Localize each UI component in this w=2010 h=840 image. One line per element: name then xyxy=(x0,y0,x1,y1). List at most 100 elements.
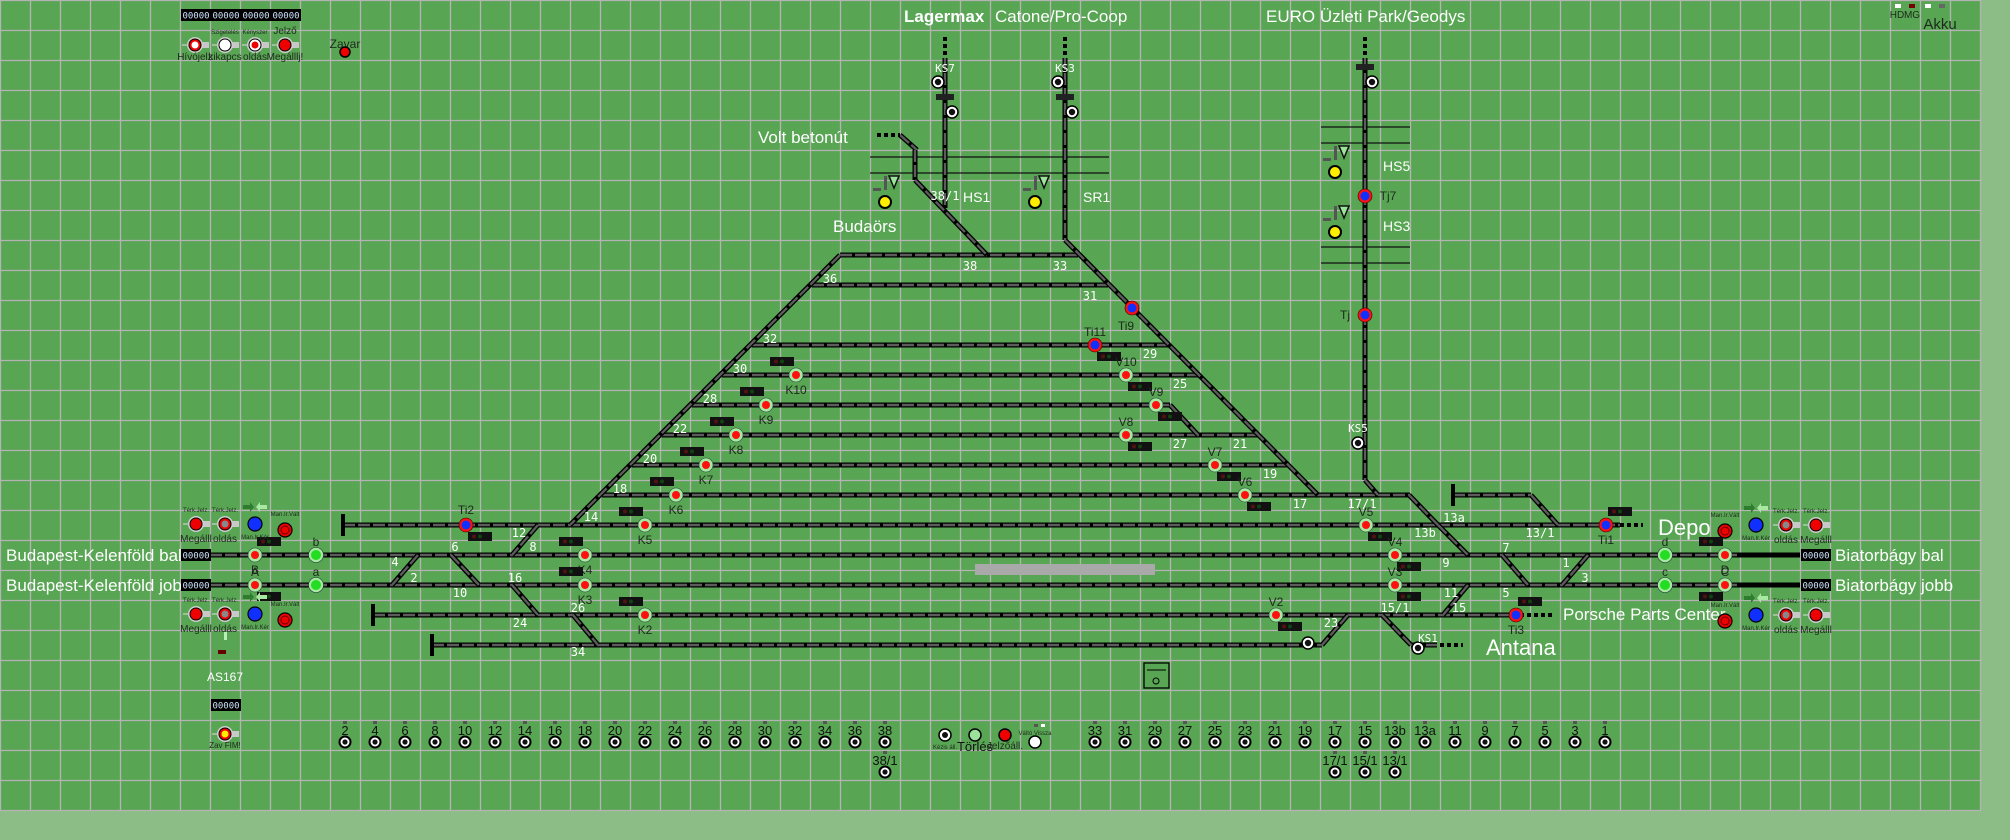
route-button[interactable]: 26 xyxy=(698,721,712,749)
shunt-request-button[interactable] xyxy=(247,516,263,532)
switch-track[interactable] xyxy=(1168,403,1200,437)
switch-track[interactable] xyxy=(898,133,919,152)
signal-main[interactable]: K7 xyxy=(680,447,714,487)
release-button[interactable] xyxy=(212,606,239,622)
signal-main[interactable]: D xyxy=(1699,537,1733,577)
switch-track[interactable] xyxy=(571,613,600,647)
switch-track[interactable] xyxy=(1500,553,1530,587)
yellow-signal[interactable] xyxy=(1323,145,1351,179)
route-button[interactable]: 5 xyxy=(1538,721,1552,749)
switch-track[interactable] xyxy=(510,523,540,557)
signal-main[interactable]: B xyxy=(247,537,281,577)
signal-main[interactable]: V2 xyxy=(1269,595,1302,631)
route-button[interactable]: 28 xyxy=(728,721,742,749)
switch-track[interactable] xyxy=(913,178,989,257)
ks-signal[interactable] xyxy=(1351,436,1365,450)
route-button[interactable]: 1 xyxy=(1598,721,1612,749)
switch-track[interactable] xyxy=(1363,478,1380,497)
signal-main[interactable]: V4 xyxy=(1388,535,1421,571)
signal-main[interactable]: K8 xyxy=(710,417,744,457)
panel-button[interactable] xyxy=(272,37,299,53)
route-button[interactable]: 24 xyxy=(668,721,682,749)
signal-main[interactable]: K5 xyxy=(619,507,653,547)
signal-main[interactable]: C xyxy=(1699,565,1733,601)
signal-main[interactable]: K9 xyxy=(740,387,774,427)
signal-shunt[interactable]: Ti2 xyxy=(458,503,492,541)
switch-track[interactable] xyxy=(1529,493,1560,527)
shunt-switch-button[interactable] xyxy=(277,612,293,628)
route-button[interactable]: 4 xyxy=(368,721,382,749)
switch-track[interactable] xyxy=(1063,238,1320,497)
route-button[interactable]: 36 xyxy=(848,721,862,749)
zav-fim-button[interactable] xyxy=(212,726,239,742)
route-button[interactable]: 11 xyxy=(1448,721,1462,749)
ks-signal[interactable] xyxy=(1301,636,1315,650)
shunt-request-button[interactable] xyxy=(247,606,263,622)
route-button[interactable]: 3 xyxy=(1568,721,1582,749)
signal-green[interactable]: a xyxy=(308,565,324,593)
route-button[interactable]: 25 xyxy=(1208,721,1222,749)
route-button[interactable]: 33 xyxy=(1088,721,1102,749)
signal-green[interactable]: c xyxy=(1657,565,1673,593)
switch-track[interactable] xyxy=(510,583,540,617)
route-button[interactable]: 15 xyxy=(1358,721,1372,749)
ks-signal[interactable] xyxy=(1411,641,1425,655)
route-button[interactable]: 19 xyxy=(1298,721,1312,749)
shunt-switch-button[interactable] xyxy=(277,522,293,538)
route-button[interactable]: 21 xyxy=(1268,721,1282,749)
switch-track[interactable] xyxy=(1380,613,1413,647)
switch-revert-button[interactable]: Váltó Vissza xyxy=(1019,731,1053,749)
signal-main[interactable]: K6 xyxy=(650,477,684,517)
route-button[interactable]: 7 xyxy=(1508,721,1522,749)
switch-track[interactable] xyxy=(1320,613,1350,647)
route-button[interactable]: 22 xyxy=(638,721,652,749)
route-button[interactable]: 15/1 xyxy=(1352,751,1378,779)
manual-button[interactable]: Kézis áll. xyxy=(933,728,957,751)
route-button[interactable]: 31 xyxy=(1118,721,1132,749)
route-button[interactable]: 34 xyxy=(818,721,832,749)
route-button[interactable]: 20 xyxy=(608,721,622,749)
route-button[interactable]: 12 xyxy=(488,721,502,749)
yellow-signal[interactable] xyxy=(873,175,901,209)
route-button[interactable]: 13a xyxy=(1414,721,1437,749)
shunt-request-button[interactable] xyxy=(1748,607,1764,623)
shunt-switch-button[interactable] xyxy=(1717,613,1733,629)
route-button[interactable]: 10 xyxy=(458,721,472,749)
key-box[interactable] xyxy=(1143,662,1170,689)
signal-main[interactable]: V3 xyxy=(1388,565,1421,601)
panel-button[interactable] xyxy=(182,37,209,53)
ks-signal[interactable] xyxy=(1365,75,1379,89)
switch-track[interactable] xyxy=(1441,583,1470,617)
switch-track[interactable] xyxy=(568,253,842,527)
route-button[interactable]: 17 xyxy=(1328,721,1342,749)
signal-main[interactable]: K3 xyxy=(559,567,593,607)
clear-button[interactable]: Törlés xyxy=(957,728,994,754)
switch-track[interactable] xyxy=(1560,553,1590,587)
yellow-signal[interactable] xyxy=(1323,205,1351,239)
signal-main[interactable]: K2 xyxy=(619,597,653,637)
signal-shunt[interactable]: Ti9 xyxy=(1118,300,1140,333)
signal-main[interactable]: A xyxy=(247,565,281,601)
switch-track[interactable] xyxy=(449,553,481,587)
release-button[interactable] xyxy=(1773,607,1800,623)
route-button[interactable]: 2 xyxy=(338,721,352,749)
signal-main[interactable]: V10 xyxy=(1115,355,1152,391)
stop-button[interactable] xyxy=(183,516,210,532)
route-button[interactable]: 14 xyxy=(518,721,532,749)
release-button[interactable] xyxy=(1773,517,1800,533)
route-button[interactable]: 13/1 xyxy=(1382,751,1408,779)
yellow-signal[interactable] xyxy=(1023,175,1051,209)
route-button[interactable]: 16 xyxy=(548,721,562,749)
signal-shunt[interactable]: Ti1 xyxy=(1598,507,1632,547)
switch-track[interactable] xyxy=(1436,523,1470,557)
signal-main[interactable]: V6 xyxy=(1238,475,1271,511)
route-button[interactable]: 23 xyxy=(1238,721,1252,749)
signal-main[interactable]: V7 xyxy=(1208,445,1241,481)
route-button[interactable]: 32 xyxy=(788,721,802,749)
signal-green[interactable]: b xyxy=(308,535,324,563)
route-button[interactable]: 29 xyxy=(1148,721,1162,749)
release-button[interactable] xyxy=(212,516,239,532)
ks-signal[interactable] xyxy=(1065,105,1079,119)
panel-button[interactable] xyxy=(242,37,269,53)
route-button[interactable]: 17/1 xyxy=(1322,751,1348,779)
